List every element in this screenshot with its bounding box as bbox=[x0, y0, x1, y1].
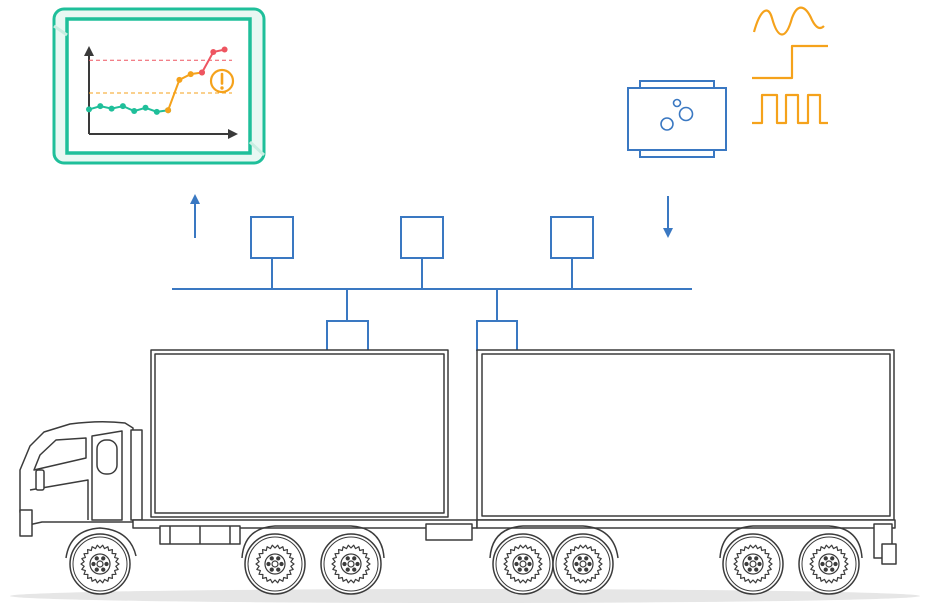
wheels bbox=[69, 533, 860, 595]
data-point bbox=[131, 108, 138, 115]
wheel bbox=[552, 533, 614, 595]
data-point bbox=[119, 103, 126, 110]
rear-container bbox=[476, 349, 895, 521]
ground-shadow bbox=[10, 589, 920, 603]
data-point bbox=[199, 69, 205, 76]
network-node bbox=[550, 216, 594, 289]
chart-series-critical bbox=[199, 46, 228, 76]
wheel bbox=[492, 533, 554, 595]
step-wave-icon bbox=[752, 44, 828, 80]
data-point bbox=[86, 106, 92, 113]
network-node bbox=[476, 289, 518, 351]
data-point bbox=[97, 103, 104, 110]
front-container bbox=[150, 349, 449, 518]
data-point bbox=[165, 107, 172, 114]
cab-window bbox=[96, 439, 118, 475]
network-node bbox=[400, 216, 444, 289]
data-point bbox=[142, 104, 149, 111]
bubbles-sensor-icon bbox=[660, 98, 694, 131]
chart-series bbox=[86, 46, 228, 115]
wheel bbox=[722, 533, 784, 595]
data-point bbox=[221, 46, 228, 53]
fenders bbox=[65, 525, 863, 559]
network-bus bbox=[172, 216, 692, 351]
exclamation-circle-icon bbox=[209, 68, 235, 94]
arrow-down-icon bbox=[663, 196, 673, 238]
windshield bbox=[33, 437, 87, 471]
monitor-glare-top bbox=[53, 24, 68, 37]
monitor-glare bbox=[248, 140, 266, 157]
sensor-body bbox=[627, 87, 727, 151]
data-point bbox=[153, 108, 160, 115]
wheel bbox=[320, 533, 382, 595]
arrow-up-icon bbox=[190, 194, 200, 238]
network-node bbox=[250, 216, 294, 289]
data-point bbox=[210, 49, 217, 55]
wheel bbox=[798, 533, 860, 595]
data-point bbox=[187, 71, 194, 78]
sensor-device bbox=[627, 80, 727, 158]
sine-wave-icon bbox=[752, 6, 825, 36]
wheel bbox=[244, 533, 306, 595]
truck-cab bbox=[19, 420, 143, 537]
data-point bbox=[176, 76, 183, 83]
pulse-wave-icon bbox=[752, 93, 828, 125]
series-line bbox=[167, 71, 203, 111]
wheel bbox=[69, 533, 131, 595]
data-point bbox=[108, 105, 115, 112]
monitor-panel bbox=[52, 7, 266, 165]
signal-waveforms bbox=[752, 6, 828, 125]
network-node bbox=[326, 289, 369, 351]
chassis bbox=[132, 519, 897, 565]
truck bbox=[19, 349, 897, 595]
